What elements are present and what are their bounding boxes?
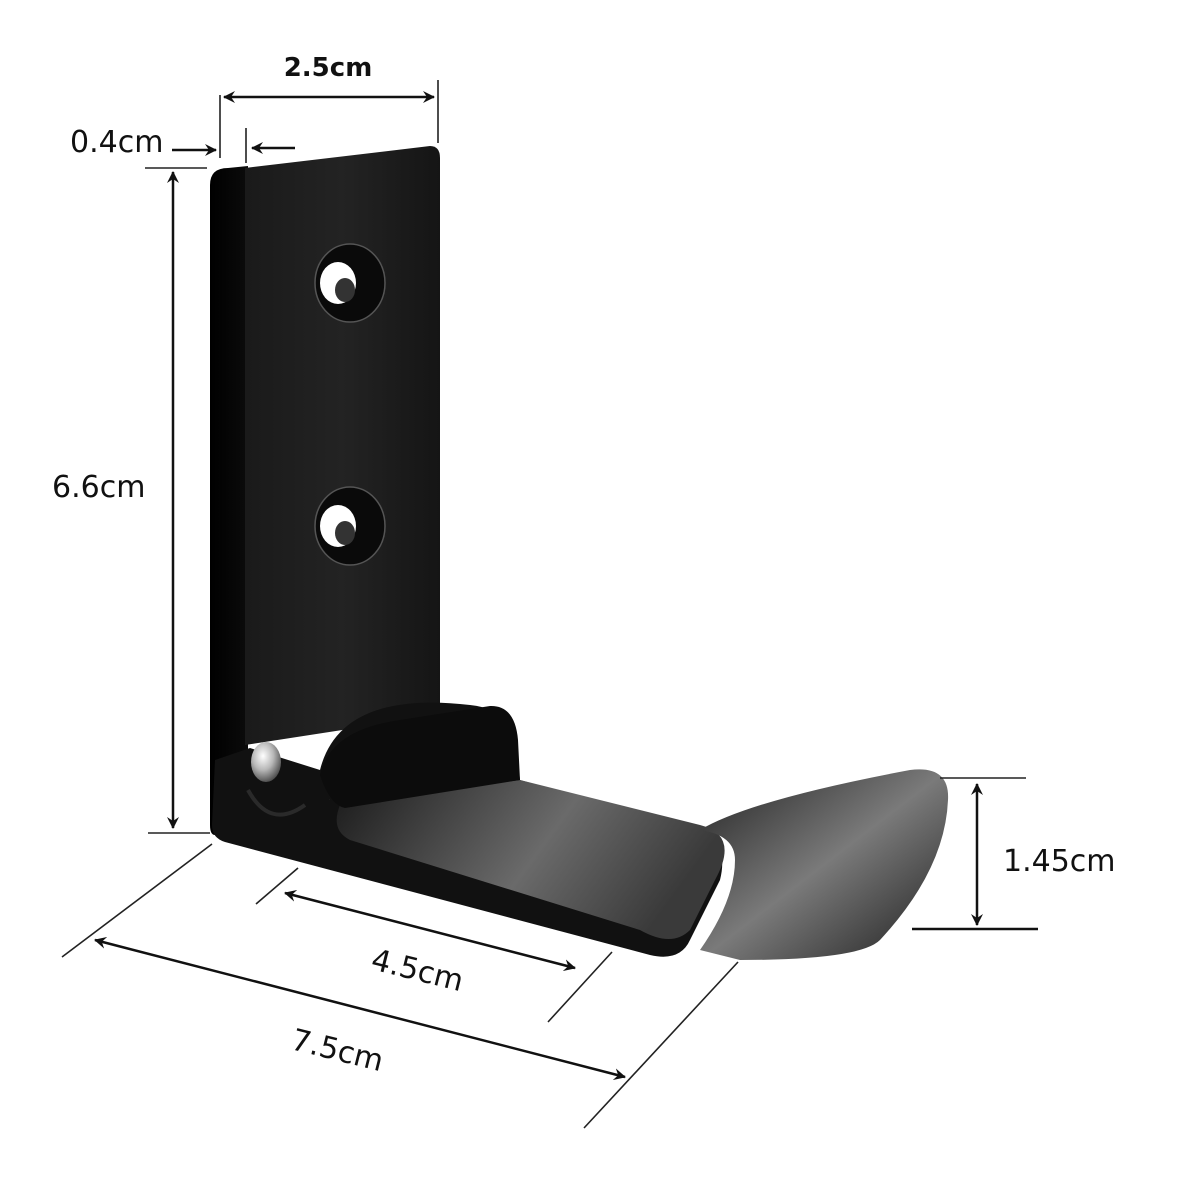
label-inner-length: 4.5cm [368,942,467,999]
label-thickness: 0.4cm [70,125,163,160]
screw-hole-upper [314,243,386,323]
label-total-length: 7.5cm [288,1022,387,1079]
hook-ridge [320,705,520,808]
hook-product [210,146,949,960]
dimension-tip-height: 1.45cm [912,777,1116,931]
screw-hole-lower [314,486,386,566]
dimension-height: 6.6cm [52,167,210,834]
label-height: 6.6cm [52,470,145,505]
label-tip-height: 1.45cm [1003,844,1116,879]
back-plate [245,146,440,745]
hook-tray [336,780,725,939]
label-width: 2.5cm [284,53,373,83]
plate-edge [210,166,248,835]
hinge-pin [251,742,281,782]
dimension-width: 2.5cm [219,53,439,158]
hook-tip [700,769,949,960]
dimension-thickness: 0.4cm [70,125,295,163]
